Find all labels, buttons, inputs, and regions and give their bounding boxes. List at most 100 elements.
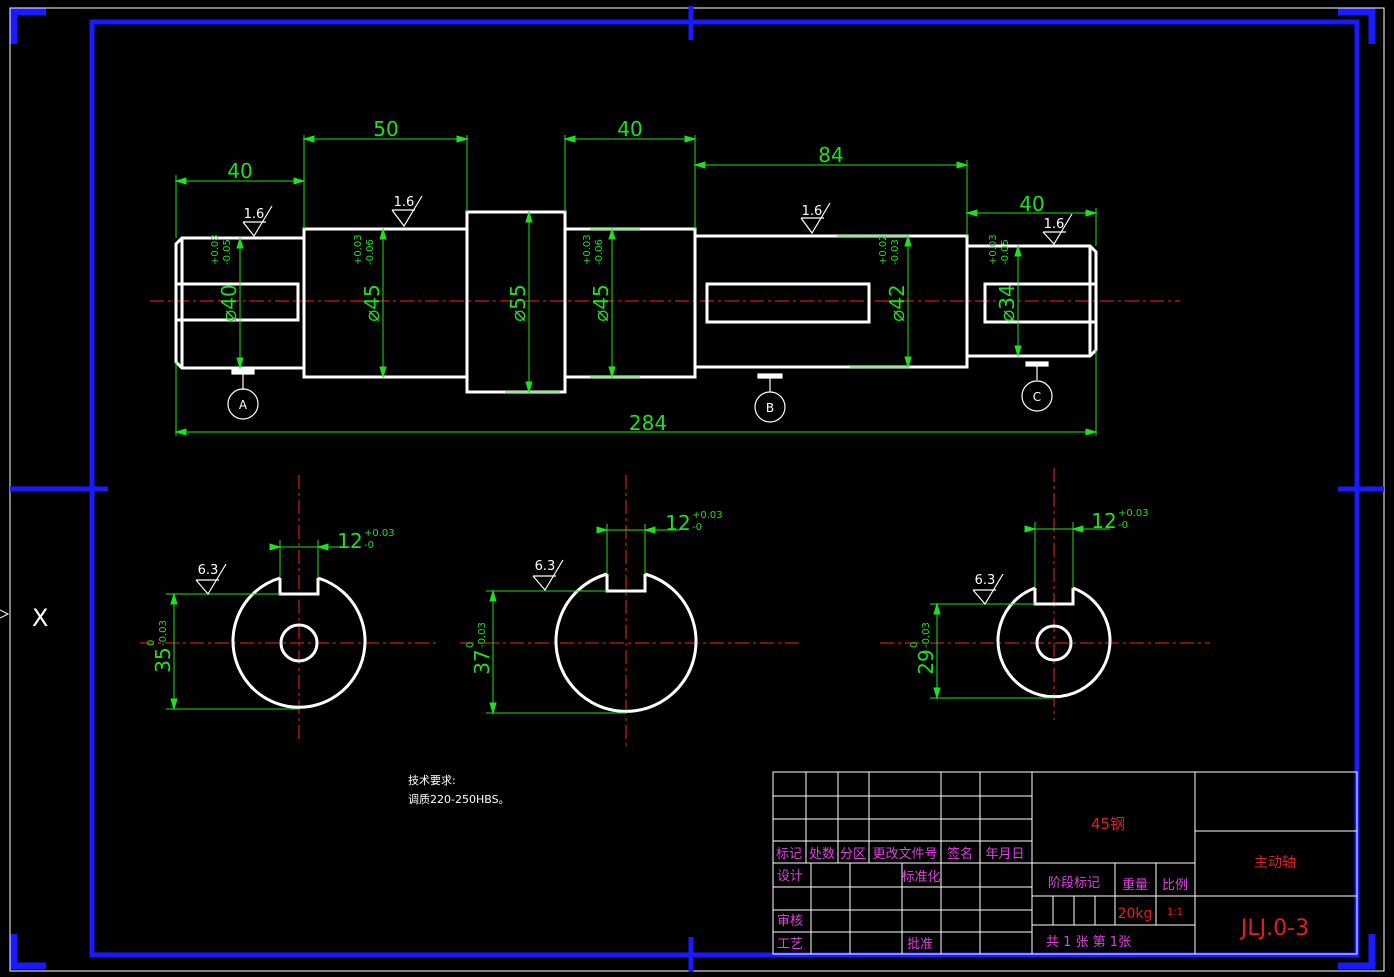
section-view-2: [460, 475, 800, 748]
svg-text:⌀55: ⌀55: [506, 284, 530, 322]
tb-weight-value: 20kg: [1118, 906, 1153, 922]
tb-standardization: 标准化: [901, 870, 940, 885]
svg-text:-0.05: -0.05: [222, 239, 233, 265]
svg-text:+0.03: +0.03: [582, 234, 593, 265]
shaft-steps: [180, 229, 1092, 377]
svg-text:0: 0: [909, 642, 920, 648]
svg-text:0: 0: [146, 640, 157, 646]
keyway-middle: [705, 282, 871, 324]
svg-text:⌀45: ⌀45: [589, 284, 613, 322]
svg-text:-0.06: -0.06: [594, 239, 605, 265]
section-2-key-tol-upper: +0.03: [692, 510, 723, 521]
tb-header-zone: 分区: [840, 847, 866, 862]
roughness-label-2: 1.6: [394, 195, 415, 210]
tech-notes-line1: 调质220-250HBS。: [408, 793, 510, 806]
roughness-label-1: 1.6: [244, 207, 265, 222]
section-view-1: [140, 475, 440, 740]
section-3-key-tol-upper: +0.03: [1118, 508, 1149, 519]
length-dim-2: 50: [373, 117, 398, 141]
tb-header-mark: 标记: [776, 847, 802, 862]
section-1-key-width: 12: [337, 529, 362, 553]
tb-scale-label: 比例: [1162, 878, 1188, 893]
svg-text:-0.03: -0.03: [921, 622, 932, 648]
diameter-dim-lines: [236, 210, 1022, 394]
datum-a: A: [239, 398, 248, 412]
datum-markers: [227, 361, 1053, 423]
shaft-view: [150, 210, 1180, 394]
corner-marks: [10, 8, 1376, 970]
svg-text:-0.06: -0.06: [365, 239, 376, 265]
overall-length-dim: 284: [629, 411, 667, 435]
tb-approve: 批准: [907, 937, 933, 952]
length-dim-5: 40: [1019, 192, 1044, 216]
outer-border: [9, 7, 1385, 972]
length-dim-4: 84: [818, 143, 843, 167]
tb-stage-mark: 阶段标记: [1048, 876, 1100, 891]
svg-text:+0.03: +0.03: [210, 234, 221, 265]
tb-header-count: 处数: [809, 847, 835, 862]
datum-b: B: [766, 401, 774, 415]
svg-text:-0.03: -0.03: [477, 622, 488, 648]
tb-scale-value: 1:1: [1167, 907, 1183, 918]
svg-text:+0.03: +0.03: [353, 234, 364, 265]
roughness-symbols: [242, 195, 1073, 245]
svg-text:⌀42: ⌀42: [885, 284, 909, 322]
section-2-key-tol-lower: -0: [692, 522, 702, 533]
keyway-left: [174, 282, 300, 322]
shaft-outline: [174, 210, 1098, 394]
diameter-label-6: ⌀34 +0.03 -0.05: [988, 234, 1019, 321]
roughness-label-4: 1.6: [1044, 217, 1065, 232]
svg-text:-0.03: -0.03: [158, 620, 169, 646]
length-dim-1: 40: [227, 159, 252, 183]
tb-weight-label: 重量: [1122, 877, 1148, 893]
section-3-key-tol-lower: -0: [1118, 520, 1128, 531]
svg-text:+0.02: +0.02: [878, 234, 889, 265]
axis-marker: X: [32, 604, 48, 632]
svg-text:-0.05: -0.05: [1000, 239, 1011, 265]
svg-text:37: 37: [470, 649, 494, 674]
svg-text:35: 35: [151, 647, 175, 672]
keyway-right: [983, 282, 1098, 324]
svg-text:29: 29: [914, 649, 938, 674]
diameter-label-3: ⌀55: [506, 284, 530, 322]
tb-header-sign: 签名: [947, 846, 973, 862]
length-dim-3: 40: [617, 117, 642, 141]
svg-text:0: 0: [465, 642, 476, 648]
svg-text:⌀40: ⌀40: [217, 284, 241, 322]
material-label: 45钢: [1091, 815, 1125, 833]
section-1-depth: 35 0 -0.03: [146, 620, 175, 673]
datum-c: C: [1033, 390, 1041, 404]
arrow-mark: [0, 609, 10, 619]
diameter-label-2: ⌀45 +0.03 -0.06: [353, 234, 384, 321]
section-2-roughness: 6.3: [535, 559, 556, 574]
svg-text:⌀34: ⌀34: [995, 284, 1019, 322]
center-marks: [10, 6, 1384, 972]
section-3-key-width: 12: [1091, 509, 1116, 533]
tb-process: 工艺: [777, 937, 803, 952]
tb-sheets: 共 1 张 第 1张: [1046, 935, 1131, 950]
svg-text:+0.03: +0.03: [988, 234, 999, 265]
diameter-label-1: ⌀40 +0.03 -0.05: [210, 234, 241, 321]
part-name: 主动轴: [1254, 855, 1296, 871]
tech-notes-title: 技术要求:: [408, 774, 456, 787]
diameter-label-4: ⌀45 +0.03 -0.06: [582, 234, 613, 321]
tb-design: 设计: [777, 869, 803, 884]
svg-text:-0.03: -0.03: [890, 239, 901, 265]
diameter-label-5: ⌀42 +0.02 -0.03: [878, 234, 909, 321]
section-1-key-tol-lower: -0: [364, 540, 374, 551]
section-3-roughness: 6.3: [975, 573, 996, 588]
tb-header-change: 更改文件号: [872, 847, 937, 862]
section-2-depth: 37 0 -0.03: [465, 622, 494, 675]
drawing-number: JLJ.0-3: [1239, 916, 1309, 941]
section-3-depth: 29 0 -0.03: [909, 622, 938, 675]
length-dimensions: [174, 135, 1098, 436]
section-2-key-width: 12: [665, 511, 690, 535]
title-block-grid: [772, 771, 1358, 955]
tb-review: 审核: [777, 914, 803, 929]
inner-frame: [89, 19, 1360, 958]
svg-text:⌀45: ⌀45: [360, 284, 384, 322]
section-1-key-tol-upper: +0.03: [364, 528, 395, 539]
tb-header-date: 年月日: [985, 847, 1024, 862]
roughness-label-3: 1.6: [802, 204, 823, 219]
